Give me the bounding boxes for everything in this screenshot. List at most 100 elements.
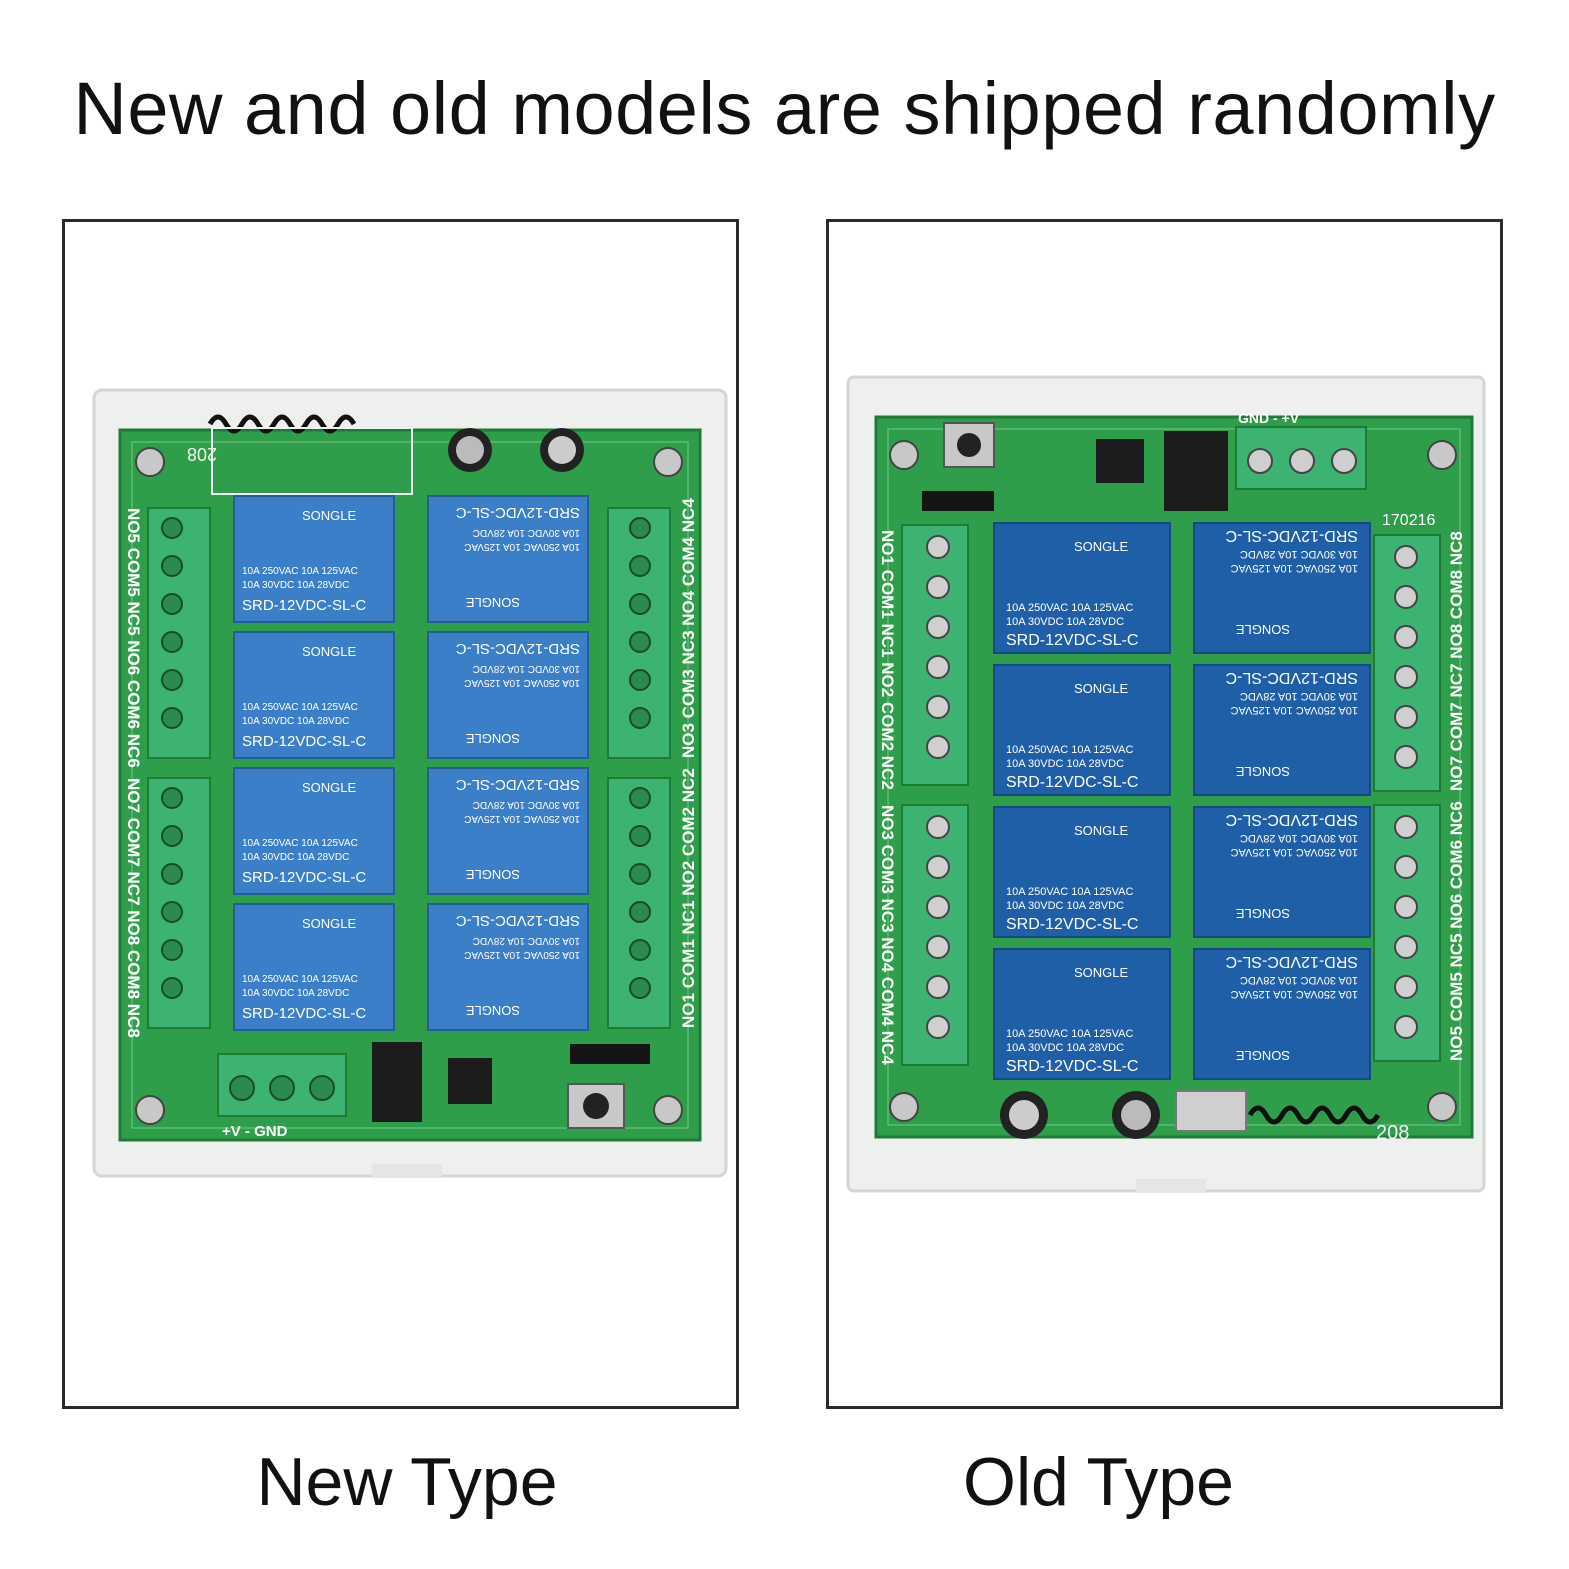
- svg-text:SONGLE: SONGLE: [1074, 823, 1129, 838]
- svg-text:10A 250VAC 10A 125VAC: 10A 250VAC 10A 125VAC: [1006, 744, 1133, 756]
- svg-text:10A 250VAC 10A 125VAC: 10A 250VAC 10A 125VAC: [464, 677, 580, 688]
- svg-text:SRD-12VDC-SL-C: SRD-12VDC-SL-C: [1226, 669, 1358, 686]
- new-type-board-image: 208 NO5 COM5 NC5 NO6 COM6 NC6 NO7 COM7 N…: [92, 388, 728, 1178]
- svg-text:10A 30VDC 10A 28VDC: 10A 30VDC 10A 28VDC: [242, 852, 349, 863]
- new-power-labels: +V - GND: [222, 1123, 288, 1140]
- svg-text:10A 250VAC 10A 125VAC: 10A 250VAC 10A 125VAC: [1231, 562, 1358, 574]
- svg-text:SONGLE: SONGLE: [1074, 539, 1129, 554]
- svg-text:SRD-12VDC-SL-C: SRD-12VDC-SL-C: [456, 776, 580, 793]
- date-code-label: 170216: [1382, 512, 1435, 529]
- svg-text:SONGLE: SONGLE: [1074, 965, 1129, 980]
- svg-text:SRD-12VDC-SL-C: SRD-12VDC-SL-C: [456, 912, 580, 929]
- svg-text:SRD-12VDC-SL-C: SRD-12VDC-SL-C: [242, 1005, 366, 1022]
- headline: New and old models are shipped randomly: [73, 67, 1496, 150]
- svg-text:SONGLE: SONGLE: [1235, 622, 1290, 637]
- svg-text:10A 250VAC 10A 125VAC: 10A 250VAC 10A 125VAC: [1006, 886, 1133, 898]
- old-right-terminal-labels-1: NO7 COM7 NC7 NO8 COM8 NC8: [1447, 531, 1466, 791]
- svg-text:SRD-12VDC-SL-C: SRD-12VDC-SL-C: [1006, 632, 1138, 649]
- svg-text:SRD-12VDC-SL-C: SRD-12VDC-SL-C: [456, 640, 580, 657]
- old-left-terminal-labels-2: NO3 COM3 NC3 NO4 COM4 NC4: [878, 805, 897, 1065]
- new-left-terminal-labels-1: NO5 COM5 NC5 NO6 COM6 NC6: [124, 508, 143, 768]
- relay-new-r3: SONGLE 10A 250VAC 10A 125VAC 10A 30VDC 1…: [427, 767, 589, 895]
- svg-text:10A 250VAC 10A 125VAC: 10A 250VAC 10A 125VAC: [242, 566, 358, 577]
- power-terminal: [1235, 426, 1367, 490]
- old-left-terminal-labels-1: NO1 COM1 NC1 NO2 COM2 NC2: [878, 530, 897, 790]
- pcb: [118, 428, 702, 1142]
- relay-old-l4: SONGLE 10A 250VAC 10A 125VAC 10A 30VDC 1…: [993, 948, 1171, 1080]
- mounting-screws: [889, 440, 1457, 1122]
- svg-text:SRD-12VDC-SL-C: SRD-12VDC-SL-C: [242, 733, 366, 750]
- relay-new-l2: SONGLE 10A 250VAC 10A 125VAC 10A 30VDC 1…: [233, 631, 395, 759]
- svg-text:10A 30VDC 10A 28VDC: 10A 30VDC 10A 28VDC: [242, 988, 349, 999]
- terminal-block-left: [147, 507, 211, 1029]
- relay-new-r4: SONGLE 10A 250VAC 10A 125VAC 10A 30VDC 1…: [427, 903, 589, 1031]
- relay-old-r3: SONGLE 10A 250VAC 10A 125VAC 10A 30VDC 1…: [1193, 806, 1371, 938]
- svg-text:10A 30VDC 10A 28VDC: 10A 30VDC 10A 28VDC: [1006, 758, 1124, 770]
- relay-new-r2: SONGLE 10A 250VAC 10A 125VAC 10A 30VDC 1…: [427, 631, 589, 759]
- push-button-icon: [567, 1083, 625, 1129]
- ic-chip-2: [448, 1058, 492, 1104]
- svg-text:SRD-12VDC-SL-C: SRD-12VDC-SL-C: [456, 504, 580, 521]
- terminal-block-right: [607, 507, 671, 1029]
- svg-text:SONGLE: SONGLE: [465, 1003, 520, 1018]
- svg-text:10A 30VDC 10A 28VDC: 10A 30VDC 10A 28VDC: [1006, 616, 1124, 628]
- svg-text:10A 30VDC 10A 28VDC: 10A 30VDC 10A 28VDC: [473, 935, 580, 946]
- old-type-board-image: GND - +V 170216 NO1 COM1 NC1 NO2 COM2 NC…: [846, 375, 1486, 1193]
- svg-text:10A 250VAC 10A 125VAC: 10A 250VAC 10A 125VAC: [1006, 602, 1133, 614]
- svg-text:SONGLE: SONGLE: [465, 595, 520, 610]
- push-button-icon: [943, 422, 995, 468]
- svg-text:SRD-12VDC-SL-C: SRD-12VDC-SL-C: [1226, 811, 1358, 828]
- pin-header: [570, 1044, 650, 1064]
- pcb: [874, 415, 1474, 1139]
- mounting-screws: [135, 447, 683, 1125]
- svg-text:10A 30VDC 10A 28VDC: 10A 30VDC 10A 28VDC: [473, 527, 580, 538]
- svg-text:10A 250VAC 10A 125VAC: 10A 250VAC 10A 125VAC: [1231, 846, 1358, 858]
- relay-new-l1: SONGLE 10A 250VAC 10A 125VAC 10A 30VDC 1…: [233, 495, 395, 623]
- svg-text:SONGLE: SONGLE: [1074, 681, 1129, 696]
- relay-new-r1: SONGLE 10A 250VAC 10A 125VAC 10A 30VDC 1…: [427, 495, 589, 623]
- relay-new-l3: SONGLE 10A 250VAC 10A 125VAC 10A 30VDC 1…: [233, 767, 395, 895]
- svg-text:SRD-12VDC-SL-C: SRD-12VDC-SL-C: [242, 597, 366, 614]
- svg-text:SONGLE: SONGLE: [302, 916, 357, 931]
- svg-text:SONGLE: SONGLE: [1235, 764, 1290, 779]
- new-left-terminal-labels-2: NO7 COM7 NC7 NO8 COM8 NC8: [124, 778, 143, 1038]
- svg-text:SRD-12VDC-SL-C: SRD-12VDC-SL-C: [1006, 1058, 1138, 1075]
- svg-text:SRD-12VDC-SL-C: SRD-12VDC-SL-C: [242, 869, 366, 886]
- capacitor-icons: [1000, 1091, 1160, 1139]
- svg-text:10A 250VAC 10A 125VAC: 10A 250VAC 10A 125VAC: [464, 949, 580, 960]
- svg-text:10A 30VDC 10A 28VDC: 10A 30VDC 10A 28VDC: [1240, 832, 1358, 844]
- svg-text:10A 250VAC 10A 125VAC: 10A 250VAC 10A 125VAC: [464, 813, 580, 824]
- ic-chip-2: [1164, 431, 1228, 511]
- new-right-terminal-labels-1: NO3 COM3 NC3 NO4 COM4 NC4: [679, 498, 698, 758]
- antenna-coil-icon: [1175, 1090, 1381, 1132]
- svg-text:10A 250VAC 10A 125VAC: 10A 250VAC 10A 125VAC: [1231, 988, 1358, 1000]
- pin-header: [922, 491, 994, 511]
- relay-old-r2: SONGLE 10A 250VAC 10A 125VAC 10A 30VDC 1…: [1193, 664, 1371, 796]
- board-code-label: 208: [1376, 1122, 1409, 1144]
- svg-text:10A 30VDC 10A 28VDC: 10A 30VDC 10A 28VDC: [1240, 548, 1358, 560]
- svg-text:10A 30VDC 10A 28VDC: 10A 30VDC 10A 28VDC: [242, 716, 349, 727]
- board-code-label: 208: [187, 444, 217, 464]
- svg-text:10A 250VAC 10A 125VAC: 10A 250VAC 10A 125VAC: [1006, 1028, 1133, 1040]
- terminal-block-right: [1373, 534, 1441, 1062]
- terminal-block-left: [901, 524, 969, 1066]
- ic-chip-1: [1096, 439, 1144, 483]
- antenna-coil-icon: [207, 414, 413, 495]
- svg-text:10A 250VAC 10A 125VAC: 10A 250VAC 10A 125VAC: [242, 974, 358, 985]
- svg-text:10A 30VDC 10A 28VDC: 10A 30VDC 10A 28VDC: [473, 663, 580, 674]
- svg-text:10A 30VDC 10A 28VDC: 10A 30VDC 10A 28VDC: [473, 799, 580, 810]
- svg-text:SRD-12VDC-SL-C: SRD-12VDC-SL-C: [1226, 953, 1358, 970]
- svg-text:10A 250VAC 10A 125VAC: 10A 250VAC 10A 125VAC: [464, 541, 580, 552]
- svg-text:10A 250VAC 10A 125VAC: 10A 250VAC 10A 125VAC: [242, 702, 358, 713]
- svg-text:SONGLE: SONGLE: [302, 644, 357, 659]
- svg-text:10A 30VDC 10A 28VDC: 10A 30VDC 10A 28VDC: [242, 580, 349, 591]
- svg-text:SONGLE: SONGLE: [302, 780, 357, 795]
- relay-new-l4: SONGLE 10A 250VAC 10A 125VAC 10A 30VDC 1…: [233, 903, 395, 1031]
- svg-text:10A 30VDC 10A 28VDC: 10A 30VDC 10A 28VDC: [1240, 690, 1358, 702]
- old-power-labels: GND - +V: [1238, 410, 1300, 426]
- relay-old-r1: SONGLE 10A 250VAC 10A 125VAC 10A 30VDC 1…: [1193, 522, 1371, 654]
- relay-old-l3: SONGLE 10A 250VAC 10A 125VAC 10A 30VDC 1…: [993, 806, 1171, 938]
- power-terminal: [217, 1053, 347, 1117]
- svg-text:10A 30VDC 10A 28VDC: 10A 30VDC 10A 28VDC: [1240, 974, 1358, 986]
- svg-text:SONGLE: SONGLE: [465, 867, 520, 882]
